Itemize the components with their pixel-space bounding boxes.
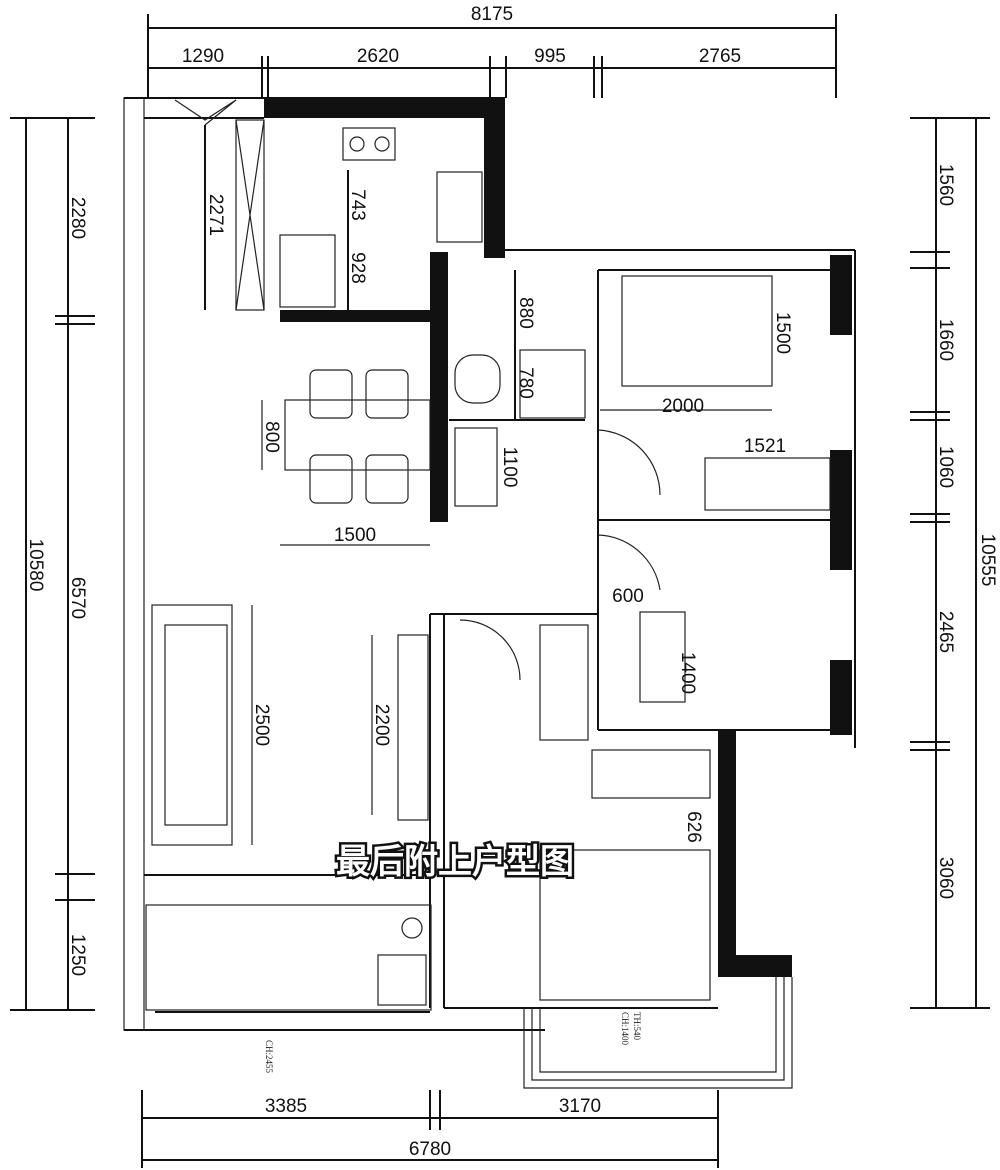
dim-shower: 880 — [515, 297, 536, 329]
dim-top-total: 8175 — [471, 4, 513, 25]
dim-right-total: 10555 — [977, 534, 998, 587]
dim-left-3: 1250 — [67, 934, 88, 976]
dim-top-2: 2620 — [357, 46, 399, 67]
dining-table — [261, 369, 431, 546]
dim-bottom-2: 3170 — [559, 1096, 601, 1117]
kitchen — [174, 99, 483, 311]
dim-kitchen-depth: 2271 — [205, 194, 226, 236]
wardrobe-icon — [704, 457, 831, 511]
bedrooms — [459, 275, 831, 1001]
dim-right-5: 3060 — [935, 857, 956, 899]
dim-desk: 1400 — [677, 652, 698, 694]
dim-toilet: 780 — [515, 367, 536, 399]
tv-cabinet-icon — [397, 634, 429, 821]
dim-sofa: 2500 — [251, 704, 272, 746]
dim-closet-gap: 626 — [683, 811, 704, 843]
left-dimension-lines — [10, 117, 95, 1011]
caption-overlay: 最后附上户型图 — [336, 842, 574, 882]
bed-icon — [621, 275, 773, 387]
dim-right-4: 2465 — [935, 611, 956, 653]
dim-top-3: 995 — [534, 46, 566, 67]
bottom-dimension-lines — [141, 1090, 719, 1168]
dim-left-2: 6570 — [67, 577, 88, 619]
sink-icon — [436, 171, 483, 243]
right-dimension-lines — [910, 117, 990, 1009]
dim-top-1: 1290 — [182, 46, 224, 67]
note-ch-window: CH:1400 — [620, 1012, 630, 1046]
dim-vanity: 1100 — [499, 447, 520, 488]
sofa-icon — [151, 604, 233, 846]
dim-left-total: 10580 — [25, 539, 46, 592]
walls — [123, 97, 856, 1089]
wardrobe-icon-2 — [539, 624, 589, 741]
dim-desk-offset: 600 — [612, 586, 644, 607]
dim-bottom-total: 6780 — [409, 1139, 451, 1160]
note-ch-living: CH:2455 — [264, 1040, 274, 1074]
master-bed-icon — [539, 849, 711, 1001]
dim-tv-wall: 2200 — [371, 704, 392, 746]
dim-wardrobe: 1521 — [744, 436, 786, 457]
dim-top-4: 2765 — [699, 46, 741, 67]
dim-counter-a: 743 — [347, 189, 368, 221]
dim-bed-width: 1500 — [772, 312, 793, 354]
dim-table-width: 1500 — [334, 525, 376, 546]
bathroom — [454, 349, 586, 507]
dim-left-1: 2280 — [67, 197, 88, 239]
washer-icon — [401, 917, 423, 939]
dim-right-2: 1660 — [935, 319, 956, 361]
top-dimension-lines — [147, 14, 837, 98]
vanity-icon — [454, 427, 498, 507]
stove-icon — [342, 127, 396, 161]
dim-right-3: 1060 — [935, 446, 956, 488]
dim-bottom-1: 3385 — [265, 1096, 307, 1117]
living-room — [145, 604, 432, 1011]
toilet-icon — [454, 354, 501, 404]
dim-right-1: 1560 — [935, 164, 956, 206]
dim-bed-length: 2000 — [662, 396, 704, 417]
dim-table-depth: 800 — [261, 421, 282, 453]
note-th-window: TH:540 — [632, 1012, 642, 1040]
dim-counter-b: 928 — [347, 252, 368, 284]
